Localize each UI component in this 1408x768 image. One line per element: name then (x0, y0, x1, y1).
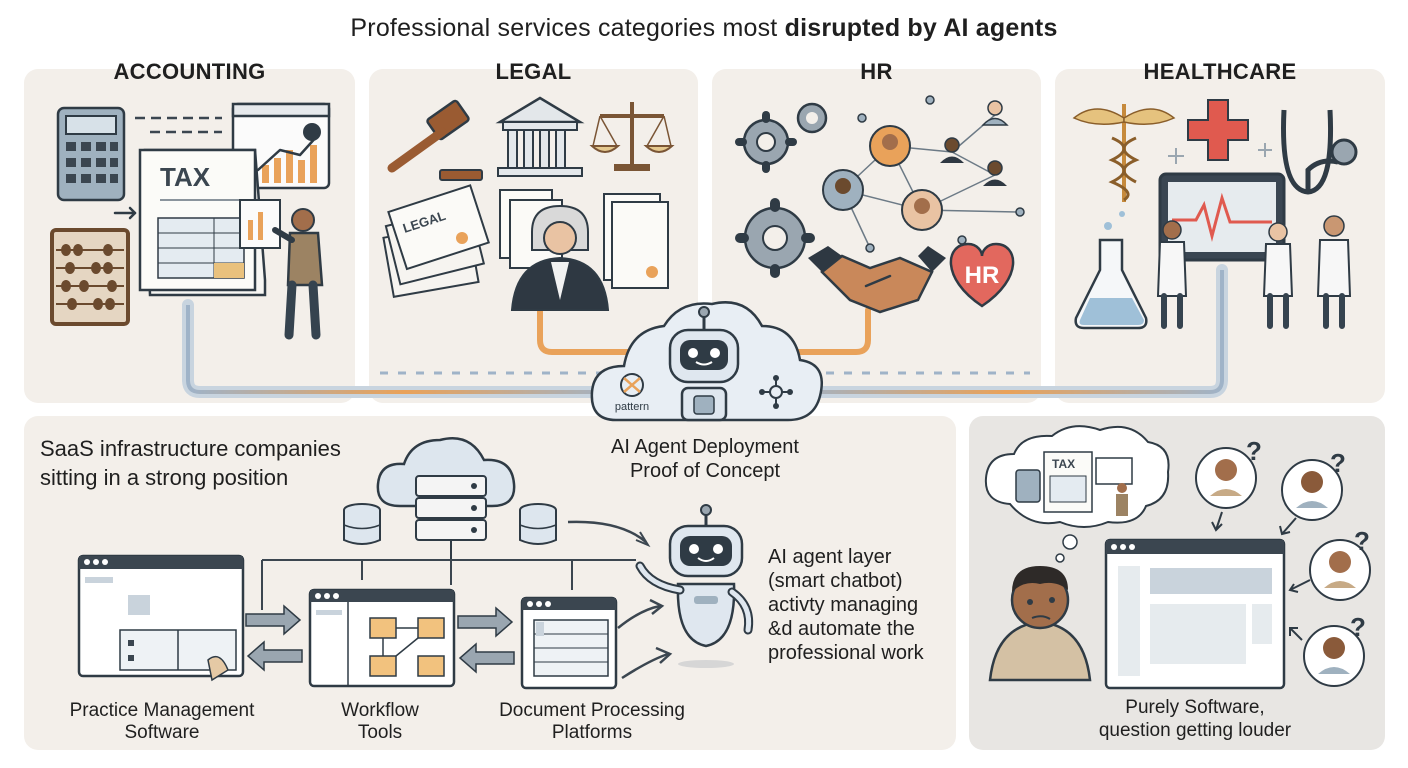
stethoscope-icon (1281, 109, 1358, 195)
judge-icon (510, 204, 610, 311)
workflow-tool-icon (308, 588, 456, 688)
tax-label: TAX (160, 162, 211, 192)
flask-icon (1074, 211, 1148, 330)
accountant-icon (239, 199, 324, 340)
tool-label-practice-line2: Software (124, 722, 200, 743)
people-network-icon (822, 95, 1025, 253)
svg-text:?: ? (1350, 612, 1366, 642)
center-subtitle: Proof of Concept (629, 460, 781, 482)
tool-label-document-line2: Platforms (551, 722, 633, 743)
category-title-legal: LEGAL (495, 59, 572, 84)
cloud-badge-label: pattern (615, 401, 649, 413)
software-caption-line2: question getting louder (1098, 720, 1292, 741)
saas-heading-line2: sitting in a strong position (40, 465, 289, 490)
category-title-healthcare: HEALTHCARE (1143, 59, 1297, 84)
heart-monitor-icon (1158, 172, 1286, 262)
server-cloud-icon (376, 437, 516, 560)
gear-icon (735, 102, 828, 278)
practice-software-icon (77, 554, 245, 682)
tax-document-icon: TAX (113, 148, 267, 297)
page-title: Professional services categories most di… (0, 14, 1408, 43)
questioning-people-icons: ? ? ? ? (1195, 436, 1371, 687)
tree-connectors (261, 520, 651, 610)
hr-heart-label: HR (965, 262, 1000, 289)
category-title-accounting: ACCOUNTING (113, 59, 266, 84)
tool-label-practice-line1: Practice Management (69, 700, 255, 721)
agent-text-line4: &d automate the (768, 618, 915, 640)
title-prefix: Professional services categories most (350, 14, 785, 42)
doctors-icon (1156, 215, 1352, 329)
scales-icon (589, 102, 675, 171)
title-emphasis: disrupted by AI agents (784, 14, 1058, 42)
gavel-icon (387, 99, 483, 181)
confused-user-icon (988, 566, 1092, 682)
handshake-icon (808, 246, 946, 314)
tool-label-document-line1: Document Processing (499, 700, 685, 721)
software-caption-line1: Purely Software, (1125, 697, 1265, 718)
courthouse-icon (495, 96, 585, 177)
caduceus-icon (1072, 104, 1176, 202)
agent-text-line2: (smart chatbot) (768, 570, 903, 592)
agent-text-line5: professional work (768, 642, 924, 664)
thought-bubble-icon: TAX (984, 425, 1170, 563)
agent-arrows (617, 598, 673, 680)
calculator-icon (56, 106, 126, 202)
tool-label-workflow-line2: Tools (357, 722, 403, 743)
bubble-tax-label: TAX (1052, 457, 1075, 471)
ai-cloud-hub: pattern (590, 301, 823, 422)
red-cross-icon (1168, 99, 1272, 164)
waving-robot-icon (635, 504, 754, 668)
svg-text:?: ? (1354, 526, 1370, 556)
connector-lines (182, 264, 1228, 398)
saas-heading-line1: SaaS infrastructure companies (40, 436, 341, 461)
software-window-icon (1104, 538, 1286, 690)
category-title-hr: HR (860, 59, 893, 84)
svg-text:?: ? (1246, 436, 1262, 466)
agent-text-line3: activty managing (768, 594, 919, 616)
agent-text-line1: AI agent layer (768, 546, 892, 568)
heart-icon: HR (949, 242, 1015, 308)
center-title: AI Agent Deployment (611, 436, 799, 458)
network-node-icon (759, 375, 793, 409)
robot-icon (668, 306, 740, 422)
svg-text:?: ? (1330, 448, 1346, 478)
database-icon (343, 503, 557, 545)
document-platform-icon (520, 596, 618, 690)
tool-label-workflow-line1: Workflow (341, 700, 419, 721)
abacus-icon (50, 228, 130, 326)
flow-arrows (245, 604, 515, 674)
